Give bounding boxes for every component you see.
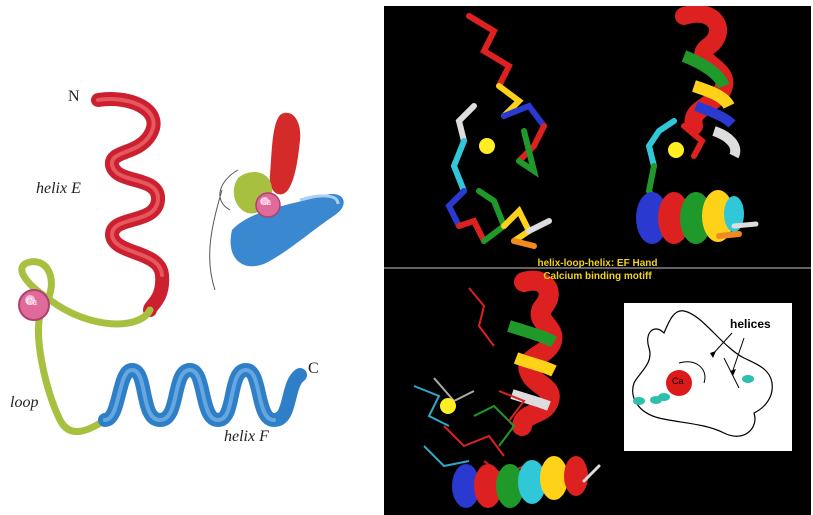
calcium-inset-label: Ca — [672, 376, 684, 386]
caption-line-1: helix-loop-helix: EF Hand — [384, 258, 811, 269]
small-ef-hand-figure — [210, 113, 344, 290]
calcium-ion-bottom-left — [440, 398, 456, 414]
stick-ribbon-bottom-left — [414, 281, 599, 508]
calcium-ion-top-left — [479, 138, 495, 154]
c-terminus-label: C — [308, 360, 319, 378]
loop-ribbon — [22, 262, 150, 432]
ribbon-diagram — [0, 0, 384, 515]
calcium-ion-top-right — [668, 142, 684, 158]
helix-e-ribbon — [98, 99, 162, 310]
helix-f-label: helix F — [224, 428, 269, 446]
ribbon-helix-top-right — [636, 14, 756, 244]
helix-f-ribbon — [105, 370, 300, 420]
loop-label: loop — [10, 394, 38, 412]
calcium-loop-label: Ca — [26, 297, 37, 308]
ef-hand-molecular-panel: helix-loop-helix: EF Hand Calcium bindin… — [384, 6, 811, 515]
ef-hand-schematic-inset: helices Ca — [624, 303, 792, 451]
calcium-small-label: Ca — [260, 197, 271, 208]
ef-hand-ribbon-panel: N helix E loop helix F C Ca Ca — [0, 0, 384, 515]
helices-label: helices — [730, 317, 771, 331]
backbone-trace-top-left — [449, 16, 549, 246]
helix-e-label: helix E — [36, 180, 81, 198]
n-terminus-label: N — [68, 88, 80, 106]
caption-line-2: Calcium binding motiff — [384, 271, 811, 282]
